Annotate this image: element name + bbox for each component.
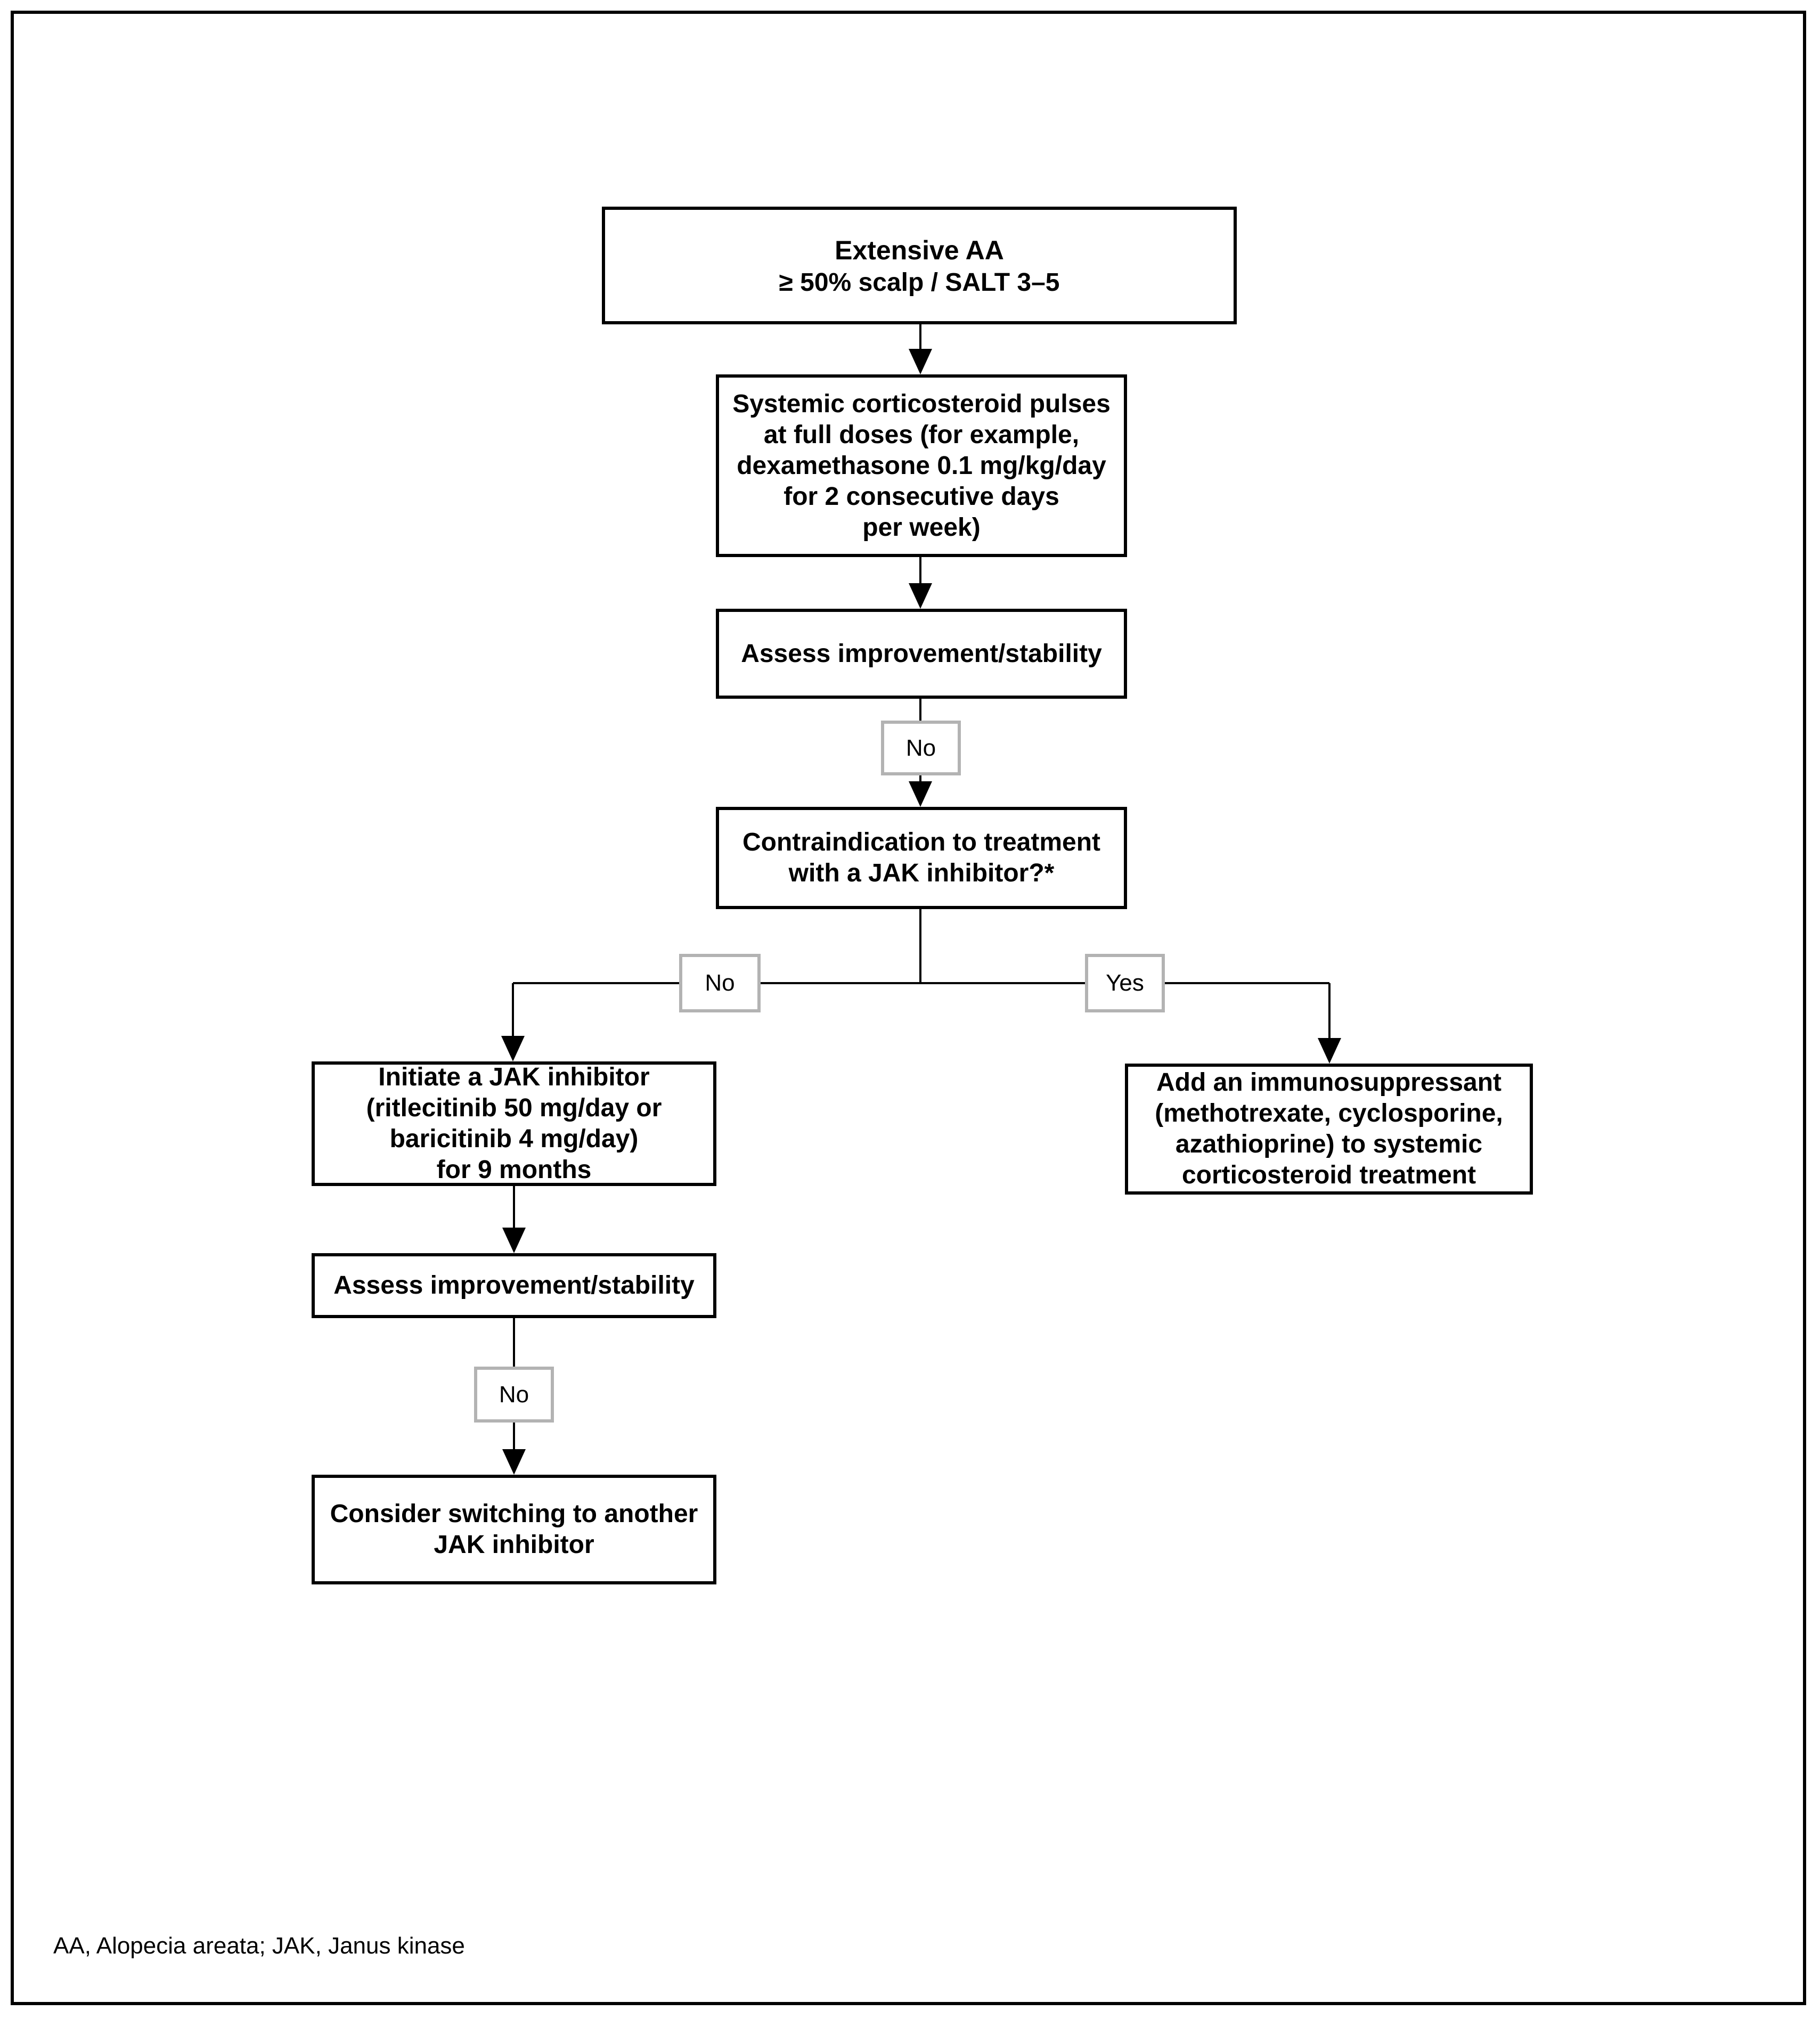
node-contraindication-question: Contraindication to treatment with a JAK… (716, 807, 1127, 909)
node-add-immunosuppressant: Add an immunosuppressant (methotrexate, … (1125, 1064, 1533, 1195)
node-consider-switching: Consider switching to another JAK inhibi… (312, 1475, 716, 1584)
arrowhead-immuno (1318, 1038, 1341, 1064)
abbreviations-footnote: AA, Alopecia areata; JAK, Janus kinase (53, 1933, 465, 1959)
decision-label-yes: Yes (1085, 954, 1165, 1012)
node-corticosteroid-pulses: Systemic corticosteroid pulses at full d… (716, 374, 1127, 557)
arrowhead-initiate (501, 1036, 525, 1061)
node-extensive-aa: Extensive AA ≥ 50% scalp / SALT 3–5 (602, 207, 1237, 324)
arrowhead-pulses (909, 349, 932, 374)
decision-label-no-2: No (679, 954, 761, 1012)
arrowhead-assess1 (909, 583, 932, 609)
node-assess-improvement-1: Assess improvement/stability (716, 609, 1127, 699)
arrowhead-consider (502, 1449, 526, 1475)
node-extensive-aa-subtitle: ≥ 50% scalp / SALT 3–5 (779, 268, 1060, 297)
node-extensive-aa-title: Extensive AA (835, 235, 1004, 265)
figure-border (11, 11, 1806, 2005)
node-assess-improvement-2: Assess improvement/stability (312, 1253, 716, 1318)
node-initiate-jak-inhibitor: Initiate a JAK inhibitor (ritlecitinib 5… (312, 1061, 716, 1186)
decision-label-no-1: No (881, 721, 961, 775)
arrowhead-assess2 (502, 1228, 526, 1253)
decision-label-no-3: No (474, 1367, 554, 1423)
arrowhead-contra (909, 781, 932, 807)
